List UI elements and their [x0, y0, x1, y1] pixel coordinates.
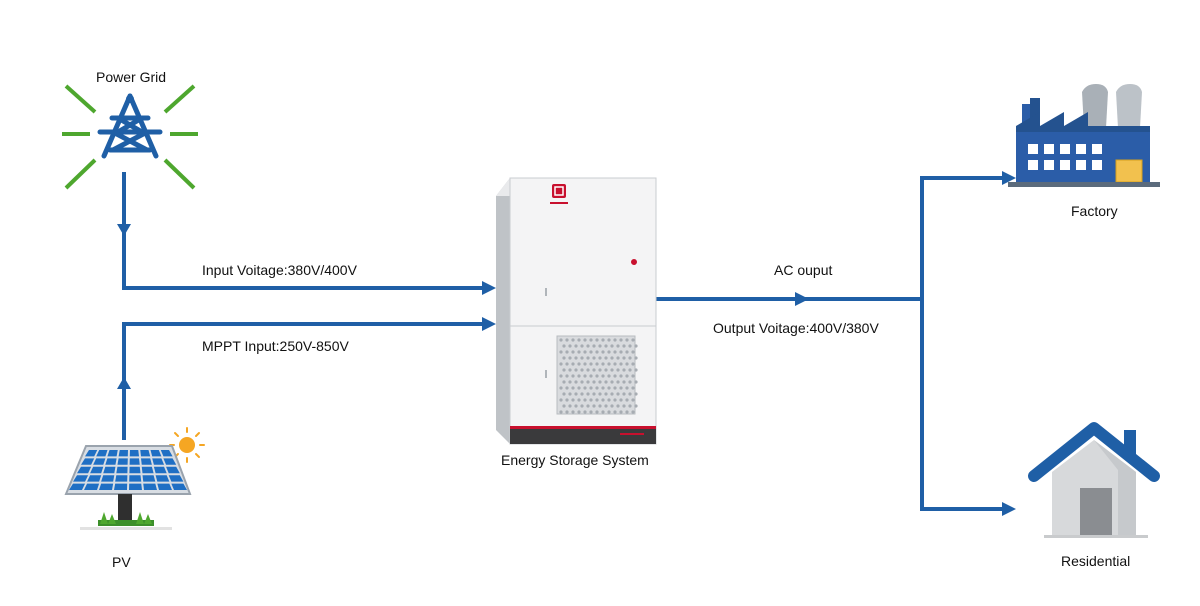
- arrowheads: [117, 171, 1016, 516]
- arrow-right-pv-input: [482, 317, 496, 331]
- arrow-right-grid-input: [482, 281, 496, 295]
- flow-lines: [122, 172, 1004, 511]
- residential-label: Residential: [1061, 553, 1131, 569]
- factory-icon: [1008, 84, 1160, 187]
- input-voltage-label: Input Voitage:380V/400V: [202, 262, 357, 278]
- factory-label: Factory: [1071, 203, 1118, 219]
- arrow-down-grid: [117, 224, 131, 236]
- solar-panel-icon: [64, 445, 192, 530]
- transmission-tower-icon: [62, 84, 198, 190]
- pv-to-ess-line: [122, 322, 484, 440]
- pv-label: PV: [112, 554, 131, 570]
- arrow-right-factory: [1002, 171, 1016, 185]
- grid-to-ess-line: [122, 172, 484, 290]
- output-voltage-label: Output Voitage:400V/380V: [713, 320, 879, 336]
- energy-storage-cabinet-icon: [496, 177, 657, 445]
- ess-label: Energy Storage System: [501, 452, 649, 468]
- house-icon: [1028, 422, 1160, 538]
- arrow-up-pv: [117, 377, 131, 389]
- ac-output-label: AC ouput: [774, 262, 833, 278]
- arrow-right-ac-output: [795, 292, 809, 306]
- arrow-right-residential: [1002, 502, 1016, 516]
- mppt-input-label: MPPT Input:250V-850V: [202, 338, 349, 354]
- power-grid-label: Power Grid: [96, 69, 167, 85]
